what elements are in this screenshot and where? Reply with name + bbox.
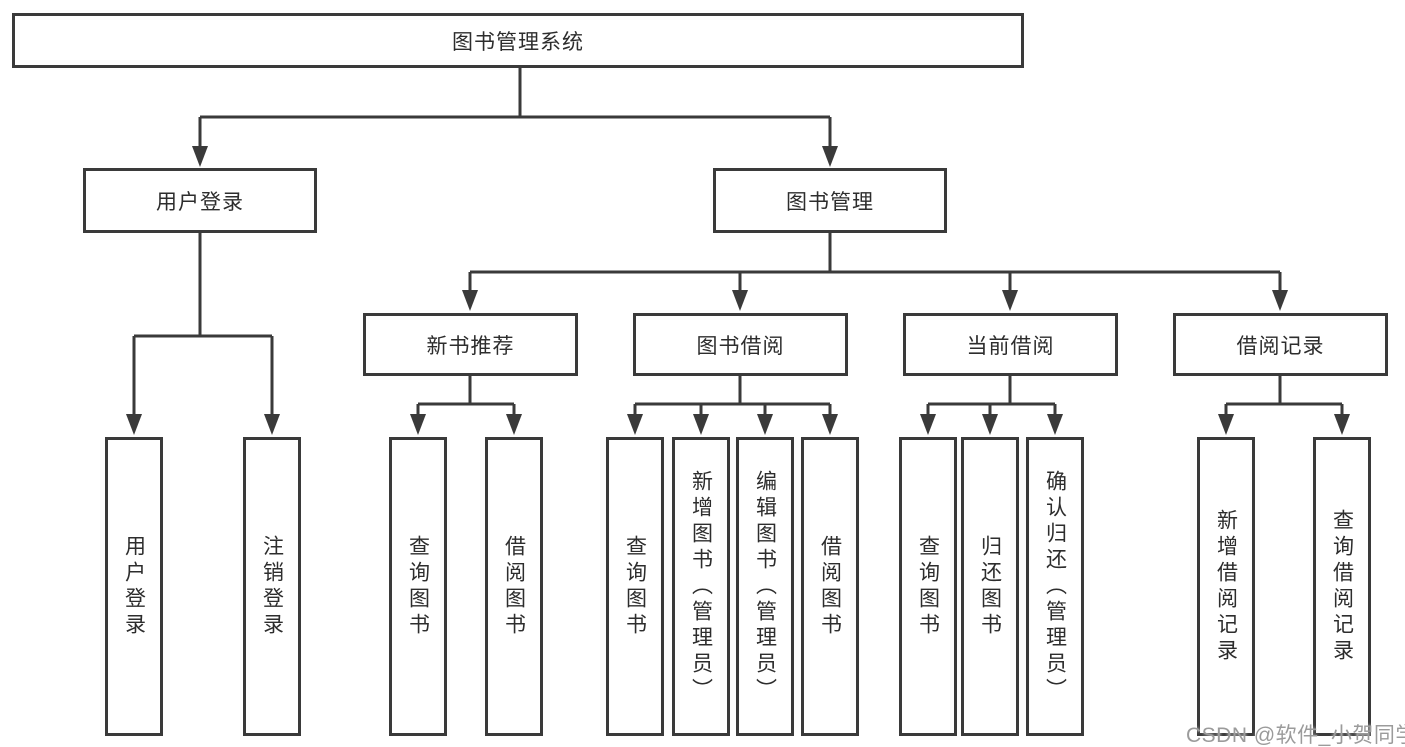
leaf-confirm-return-admin: 确认归还（管理员）	[1026, 437, 1084, 736]
leaf-add-book-admin: 新增图书（管理员）	[672, 437, 730, 736]
leaf-return-book: 归还图书	[961, 437, 1019, 736]
node-borrowing-records: 借阅记录	[1173, 313, 1388, 376]
node-new-book-recommendation-label: 新书推荐	[426, 334, 515, 358]
leaf-add-book-admin-label: 新增图书（管理员）	[689, 469, 713, 704]
leaf-query-books-current-label: 查询图书	[916, 534, 940, 639]
leaf-borrow-books-borrowing: 借阅图书	[801, 437, 859, 736]
leaf-borrow-books-recommend: 借阅图书	[485, 437, 543, 736]
node-book-borrowing-label: 图书借阅	[696, 334, 785, 358]
node-user-login: 用户登录	[83, 168, 317, 233]
node-user-login-label: 用户登录	[156, 190, 244, 214]
leaf-query-books-borrowing-label: 查询图书	[623, 534, 647, 639]
leaf-user-login-label: 用户登录	[122, 534, 146, 639]
node-book-management: 图书管理	[713, 168, 947, 233]
connector-book-borrowing-to-leaves	[627, 376, 838, 435]
leaf-add-borrow-record: 新增借阅记录	[1197, 437, 1255, 736]
leaf-return-book-label: 归还图书	[978, 534, 1002, 639]
watermark: CSDN @软件_小贺同学	[1186, 724, 1405, 747]
leaf-query-books-borrowing: 查询图书	[606, 437, 664, 736]
leaf-edit-book-admin-label: 编辑图书（管理员）	[753, 469, 777, 704]
node-borrowing-records-label: 借阅记录	[1236, 334, 1325, 358]
node-new-book-recommendation: 新书推荐	[363, 313, 578, 376]
leaf-query-borrow-record: 查询借阅记录	[1313, 437, 1371, 736]
leaf-user-login: 用户登录	[105, 437, 163, 736]
node-root-label: 图书管理系统	[452, 30, 584, 54]
leaf-logout: 注销登录	[243, 437, 301, 736]
node-book-management-label: 图书管理	[786, 190, 874, 214]
connector-book-management-to-children	[462, 233, 1288, 311]
leaf-borrow-books-borrowing-label: 借阅图书	[818, 534, 842, 639]
leaf-add-borrow-record-label: 新增借阅记录	[1214, 508, 1238, 665]
leaf-logout-label: 注销登录	[260, 534, 284, 639]
leaf-query-books-recommend: 查询图书	[389, 437, 447, 736]
connector-borrowing-records-to-leaves	[1218, 376, 1350, 435]
leaf-confirm-return-admin-label: 确认归还（管理员）	[1043, 469, 1067, 704]
leaf-query-books-current: 查询图书	[899, 437, 957, 736]
connector-root-to-branches	[192, 68, 838, 167]
node-book-borrowing: 图书借阅	[633, 313, 848, 376]
node-current-borrowing-label: 当前借阅	[966, 334, 1055, 358]
connector-current-borrowing-to-leaves	[920, 376, 1063, 435]
node-root: 图书管理系统	[12, 13, 1024, 68]
leaf-query-borrow-record-label: 查询借阅记录	[1330, 508, 1354, 665]
connector-user-login-to-leaves	[126, 233, 280, 435]
leaf-borrow-books-recommend-label: 借阅图书	[502, 534, 526, 639]
node-current-borrowing: 当前借阅	[903, 313, 1118, 376]
connector-new-book-recommendation-to-leaves	[410, 376, 522, 435]
leaf-edit-book-admin: 编辑图书（管理员）	[736, 437, 794, 736]
leaf-query-books-recommend-label: 查询图书	[406, 534, 430, 639]
